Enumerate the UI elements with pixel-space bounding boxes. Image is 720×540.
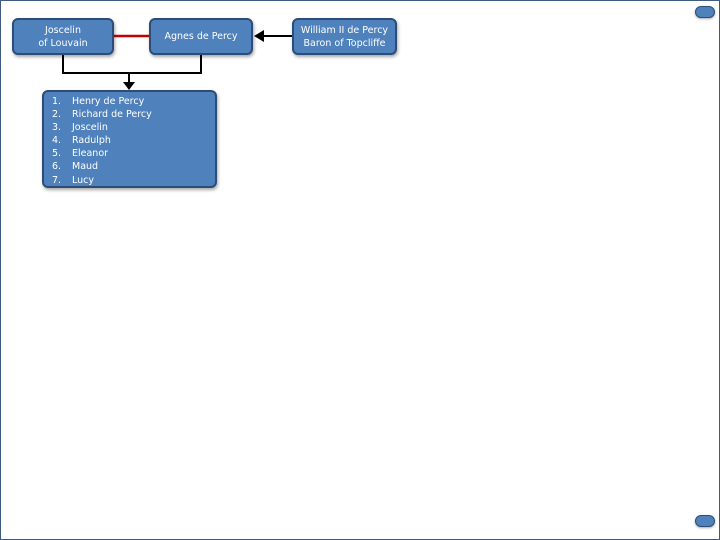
node-william-line2: Baron of Topcliffe	[303, 37, 386, 49]
list-item-name: Henry de Percy	[72, 96, 145, 107]
list-item: 7. Lucy	[52, 174, 215, 187]
node-william-de-percy: William II de Percy Baron of Topcliffe	[292, 18, 397, 55]
nav-button-bottom[interactable]	[695, 515, 715, 527]
list-item: 6. Maud	[52, 160, 215, 173]
parent-arrowhead	[254, 30, 264, 42]
list-item-number: 1.	[52, 96, 62, 107]
list-item: 1. Henry de Percy	[52, 95, 215, 108]
children-list: 1. Henry de Percy 2. Richard de Percy 3. Jo…	[52, 95, 215, 187]
list-item-number: 2.	[52, 109, 62, 121]
list-item: 3. Joscelin	[52, 121, 215, 134]
node-children-list: 1. Henry de Percy 2. Richard de Percy 3. Jo…	[42, 90, 217, 188]
descent-arrowhead	[123, 82, 135, 90]
list-item-name: Eleanor	[72, 148, 109, 160]
list-item-name: Radulph	[72, 135, 111, 147]
list-item-number: 5.	[52, 148, 62, 160]
node-joscelin-line1: Joscelin	[45, 24, 81, 36]
list-item-number: 6.	[52, 161, 62, 173]
node-joscelin-of-louvain: Joscelin of Louvain	[12, 18, 114, 55]
list-item: 5. Eleanor	[52, 147, 215, 160]
list-item-name: Joscelin	[72, 122, 108, 134]
node-william-line1: William II de Percy	[300, 24, 389, 36]
list-item: 2. Richard de Percy	[52, 108, 215, 121]
list-item-number: 3.	[52, 122, 62, 134]
descent-bracket	[62, 55, 202, 74]
list-item-number: 7.	[52, 174, 62, 186]
node-agnes-line1: Agnes de Percy	[164, 31, 238, 42]
list-item-number: 4.	[52, 135, 62, 147]
list-item-name: Lucy	[72, 174, 94, 186]
node-agnes-de-percy: Agnes de Percy	[149, 18, 253, 55]
list-item-name: Maud	[72, 161, 99, 173]
list-item-name: Richard de Percy	[72, 109, 152, 121]
node-joscelin-line2: of Louvain	[38, 37, 88, 49]
nav-button-top[interactable]	[695, 6, 715, 18]
list-item: 4. Radulph	[52, 134, 215, 147]
